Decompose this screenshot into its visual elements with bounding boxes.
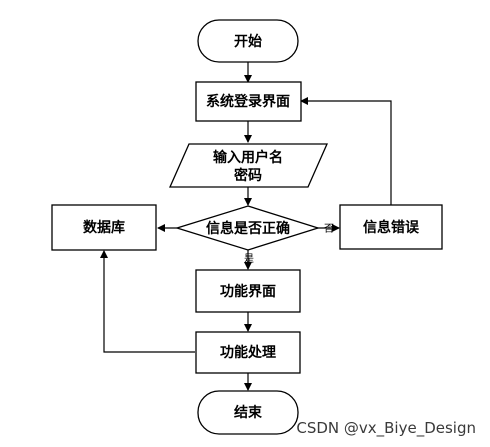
- database-node: 数据库: [51, 204, 157, 251]
- no-label: 否: [324, 223, 334, 235]
- input-node: 输入用户名 密码: [169, 143, 328, 188]
- login-ui-node: 系统登录界面: [195, 81, 302, 122]
- error-node: 信息错误: [339, 204, 443, 250]
- function-ui-node: 功能界面: [195, 269, 301, 313]
- input-label-line2: 密码: [233, 167, 262, 184]
- end-node: 结束: [197, 390, 299, 435]
- edges: [100, 62, 392, 391]
- csdn-watermark: CSDN @vx_Biye_Design: [296, 419, 476, 438]
- end-label: 结束: [234, 404, 263, 421]
- yes-label: 是: [244, 253, 254, 265]
- check-node: 信息是否正确: [174, 205, 321, 251]
- function-process-node: 功能处理: [195, 331, 301, 374]
- error-label: 信息错误: [363, 219, 420, 236]
- start-node: 开始: [197, 19, 299, 63]
- input-label-line1: 输入用户名: [213, 149, 283, 166]
- database-label: 数据库: [83, 219, 125, 236]
- edge-process-to-database: [100, 250, 195, 353]
- edge-error-to-login: [300, 97, 392, 205]
- function-process-label: 功能处理: [220, 344, 276, 361]
- login-ui-label: 系统登录界面: [206, 93, 290, 110]
- function-ui-label: 功能界面: [220, 283, 276, 300]
- start-label: 开始: [234, 33, 262, 50]
- check-label: 信息是否正确: [206, 220, 290, 237]
